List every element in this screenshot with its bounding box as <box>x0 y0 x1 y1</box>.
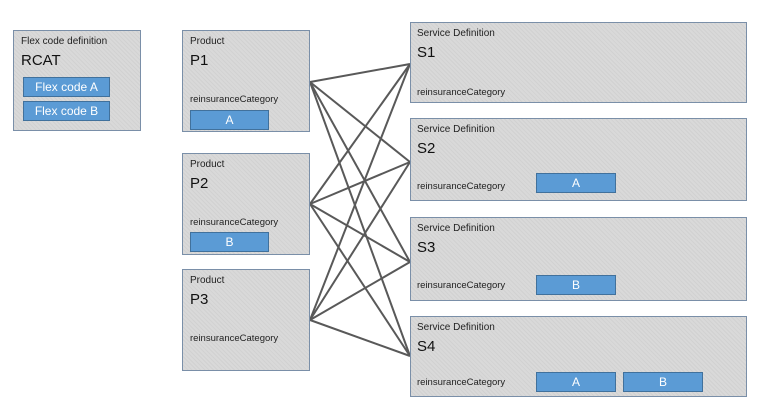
service-value-chip: A <box>536 372 616 392</box>
service-name: S2 <box>417 140 436 157</box>
product-name: P2 <box>190 175 209 192</box>
service-name: S1 <box>417 44 436 61</box>
service-definition-box-s4: Service Definition S4 reinsuranceCategor… <box>410 316 747 397</box>
service-attr-label: reinsuranceCategory <box>417 181 506 192</box>
service-header: Service Definition <box>417 223 495 234</box>
service-definition-box-s1: Service Definition S1 reinsuranceCategor… <box>410 22 747 103</box>
service-value-chip: B <box>536 275 616 295</box>
product-box-p2: Product P2 reinsuranceCategory B <box>182 153 310 255</box>
connector-p3-s4 <box>309 319 411 357</box>
connector-p3-s1 <box>309 63 411 321</box>
product-name: P1 <box>190 52 209 69</box>
product-attr-label: reinsuranceCategory <box>190 333 279 344</box>
service-header: Service Definition <box>417 124 495 135</box>
flex-code-header: Flex code definition <box>21 36 108 47</box>
connector-p1-s2 <box>309 81 411 163</box>
connector-p3-s3 <box>309 261 411 321</box>
product-name: P3 <box>190 291 209 308</box>
product-header: Product <box>190 36 225 47</box>
flex-code-b-chip: Flex code B <box>23 101 110 121</box>
connector-p1-s1 <box>309 63 411 83</box>
product-value-chip: A <box>190 110 269 130</box>
service-name: S4 <box>417 338 436 355</box>
product-box-p3: Product P3 reinsuranceCategory <box>182 269 310 371</box>
product-attr-label: reinsuranceCategory <box>190 94 279 105</box>
connector-p2-s2 <box>309 161 411 205</box>
connector-p2-s3 <box>309 203 411 263</box>
connector-p1-s3 <box>309 81 411 263</box>
flex-code-name: RCAT <box>21 52 61 69</box>
connector-p2-s1 <box>309 63 411 205</box>
service-definition-box-s2: Service Definition S2 reinsuranceCategor… <box>410 118 747 201</box>
connector-p1-s4 <box>309 81 411 357</box>
service-definition-box-s3: Service Definition S3 reinsuranceCategor… <box>410 217 747 301</box>
service-value-chip: B <box>623 372 703 392</box>
service-attr-label: reinsuranceCategory <box>417 280 506 291</box>
connector-p2-s4 <box>309 203 411 357</box>
product-header: Product <box>190 275 225 286</box>
product-attr-label: reinsuranceCategory <box>190 217 279 228</box>
service-attr-label: reinsuranceCategory <box>417 87 506 98</box>
flex-code-a-chip: Flex code A <box>23 77 110 97</box>
product-box-p1: Product P1 reinsuranceCategory A <box>182 30 310 132</box>
product-value-chip: B <box>190 232 269 252</box>
service-attr-label: reinsuranceCategory <box>417 377 506 388</box>
service-name: S3 <box>417 239 436 256</box>
service-header: Service Definition <box>417 322 495 333</box>
product-header: Product <box>190 159 225 170</box>
service-header: Service Definition <box>417 28 495 39</box>
flex-code-definition-box: Flex code definition RCAT Flex code A Fl… <box>13 30 141 131</box>
connector-p3-s2 <box>309 161 411 321</box>
service-value-chip: A <box>536 173 616 193</box>
